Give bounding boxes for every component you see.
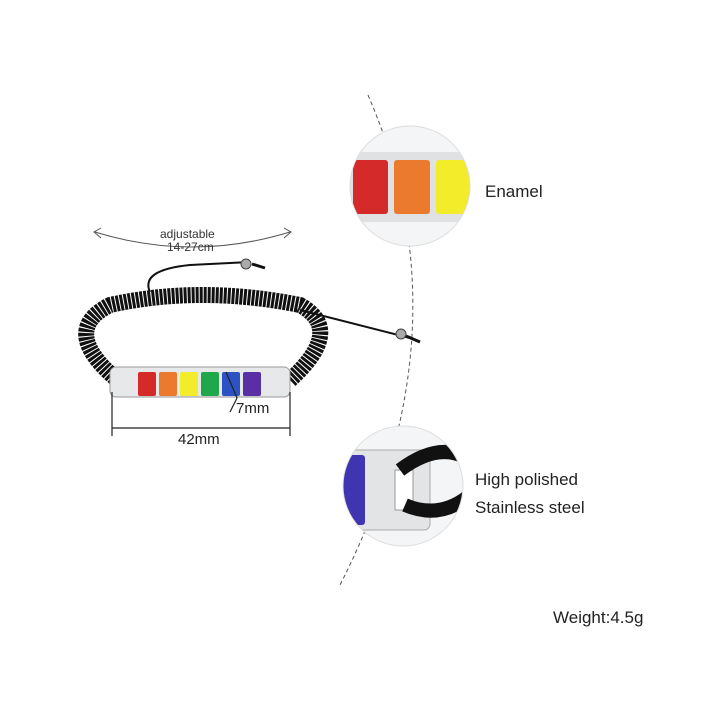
length-label: 42mm	[178, 431, 220, 448]
bead	[395, 328, 407, 340]
dimension-42mm	[111, 392, 291, 436]
dashed-guide	[339, 94, 414, 586]
arrow-right-icon	[283, 227, 292, 239]
width-label: 7mm	[236, 400, 270, 417]
steel-bar	[109, 366, 291, 398]
enamel-square	[201, 372, 219, 396]
weight-label: Weight:4.5g	[553, 608, 644, 627]
enamel-square	[159, 372, 177, 396]
enamel-label: Enamel	[485, 182, 543, 201]
enamel-square	[243, 372, 261, 396]
enamel-detail-circle	[350, 126, 470, 246]
bead	[240, 258, 252, 270]
braided-cord	[78, 258, 421, 386]
adjustable-range: 14-27cm	[167, 240, 214, 254]
adjustable-arc	[94, 231, 291, 248]
dimension-7mm	[225, 371, 238, 413]
enamel-square	[138, 372, 156, 396]
steel-label-line2: Stainless steel	[475, 498, 585, 517]
arrow-left-icon	[93, 227, 102, 239]
steel-label-line1: High polished	[475, 470, 579, 489]
adjustable-label: adjustable	[160, 227, 215, 241]
steel-detail-circle	[343, 426, 463, 546]
enamel-square	[180, 372, 198, 396]
